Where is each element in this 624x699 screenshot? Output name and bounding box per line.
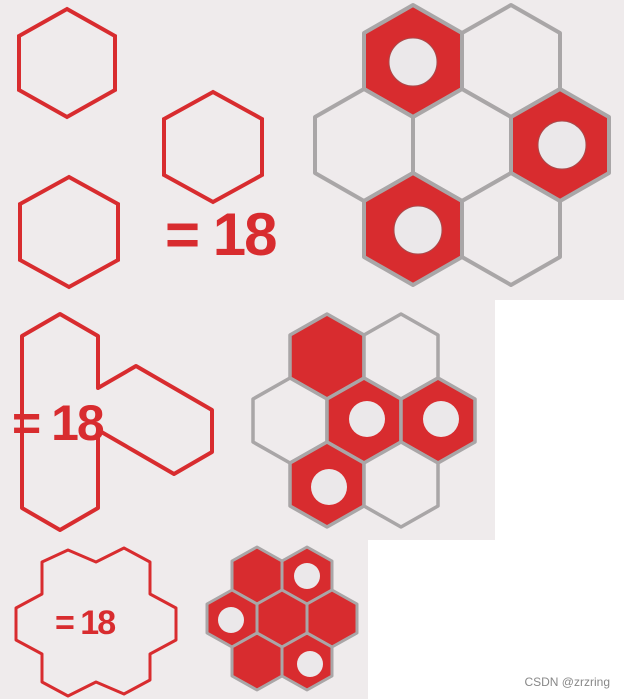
puzzle-panel-top: = 18 xyxy=(0,0,624,300)
grid-hexagon xyxy=(460,171,562,287)
grid-hexagon xyxy=(362,440,440,529)
hole-circle xyxy=(393,205,443,255)
panel-middle-graphics xyxy=(20,312,477,532)
puzzle-panel-bottom: = 18 xyxy=(0,540,368,699)
hole-circle xyxy=(388,37,438,87)
hole-circle xyxy=(218,607,244,633)
panel-bottom-graphics xyxy=(14,545,359,698)
outline-hexagon xyxy=(18,174,120,290)
hole-circle xyxy=(297,651,323,677)
equation-text: = 18 xyxy=(165,201,277,268)
equation-text: = 18 xyxy=(12,395,105,451)
hole-circle xyxy=(294,563,320,589)
outline-hexagon xyxy=(17,6,117,120)
grid-hexagon-filled xyxy=(230,631,284,692)
outline-tri-hex-shape xyxy=(20,312,214,532)
panel-top-graphics xyxy=(17,3,611,290)
hole-circle xyxy=(311,469,347,505)
hole-circle xyxy=(423,401,459,437)
equation-text: = 18 xyxy=(55,604,116,642)
watermark-text: CSDN @zrzring xyxy=(524,675,610,689)
outline-hexagon xyxy=(162,89,264,205)
hole-circle xyxy=(537,120,587,170)
hole-circle xyxy=(349,401,385,437)
puzzle-panel-middle: = 18 xyxy=(0,300,495,540)
outline-flower-shape xyxy=(14,546,178,698)
